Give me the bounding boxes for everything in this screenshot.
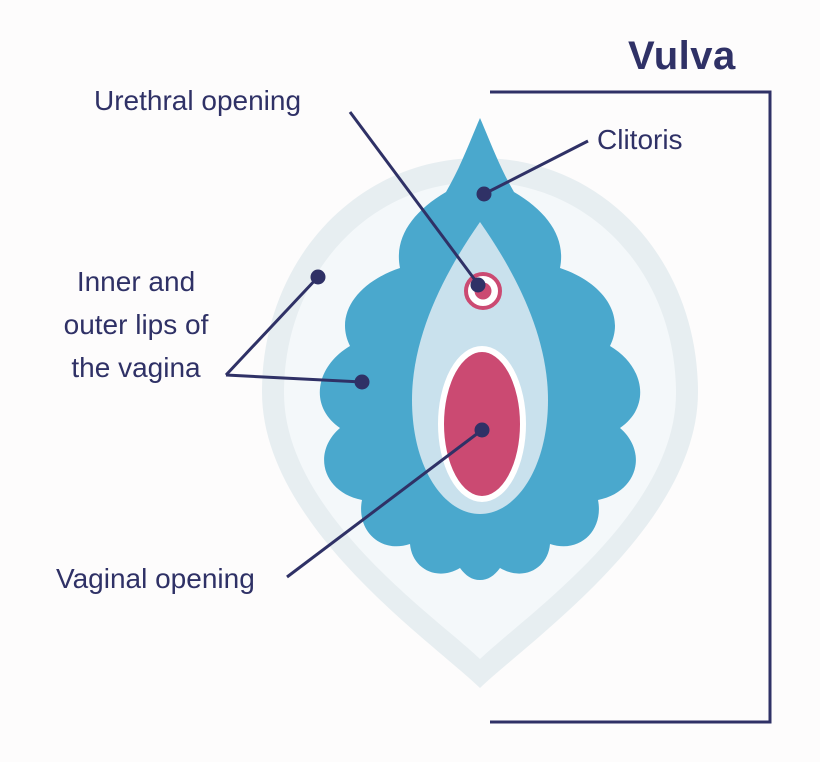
label-lips-line-3: the vagina (71, 352, 201, 383)
leader-line-lips-lower (225, 373, 363, 384)
leader-line-clitoris (483, 139, 589, 196)
leader-line-lips-upper (224, 275, 320, 377)
label-inner-outer-lips: Inner and outer lips of the vagina (38, 260, 234, 389)
leader-line-urethral (348, 111, 480, 285)
label-urethral-opening: Urethral opening (94, 85, 302, 116)
label-clitoris: Clitoris (597, 124, 683, 155)
marker-dot-urethral (470, 277, 486, 293)
label-lips-line-2: outer lips of (63, 309, 209, 340)
marker-dot-lips-outer (310, 269, 326, 285)
marker-dot-lips-inner (354, 374, 370, 390)
bracket (490, 90, 772, 724)
label-vaginal-opening: Vaginal opening (56, 563, 255, 594)
leader-line-vaginal (286, 428, 483, 579)
marker-dot-clitoris (476, 186, 492, 202)
diagram-title: Vulva (628, 34, 736, 78)
marker-dot-vaginal (474, 422, 490, 438)
label-lips-line-1: Inner and (76, 266, 196, 297)
